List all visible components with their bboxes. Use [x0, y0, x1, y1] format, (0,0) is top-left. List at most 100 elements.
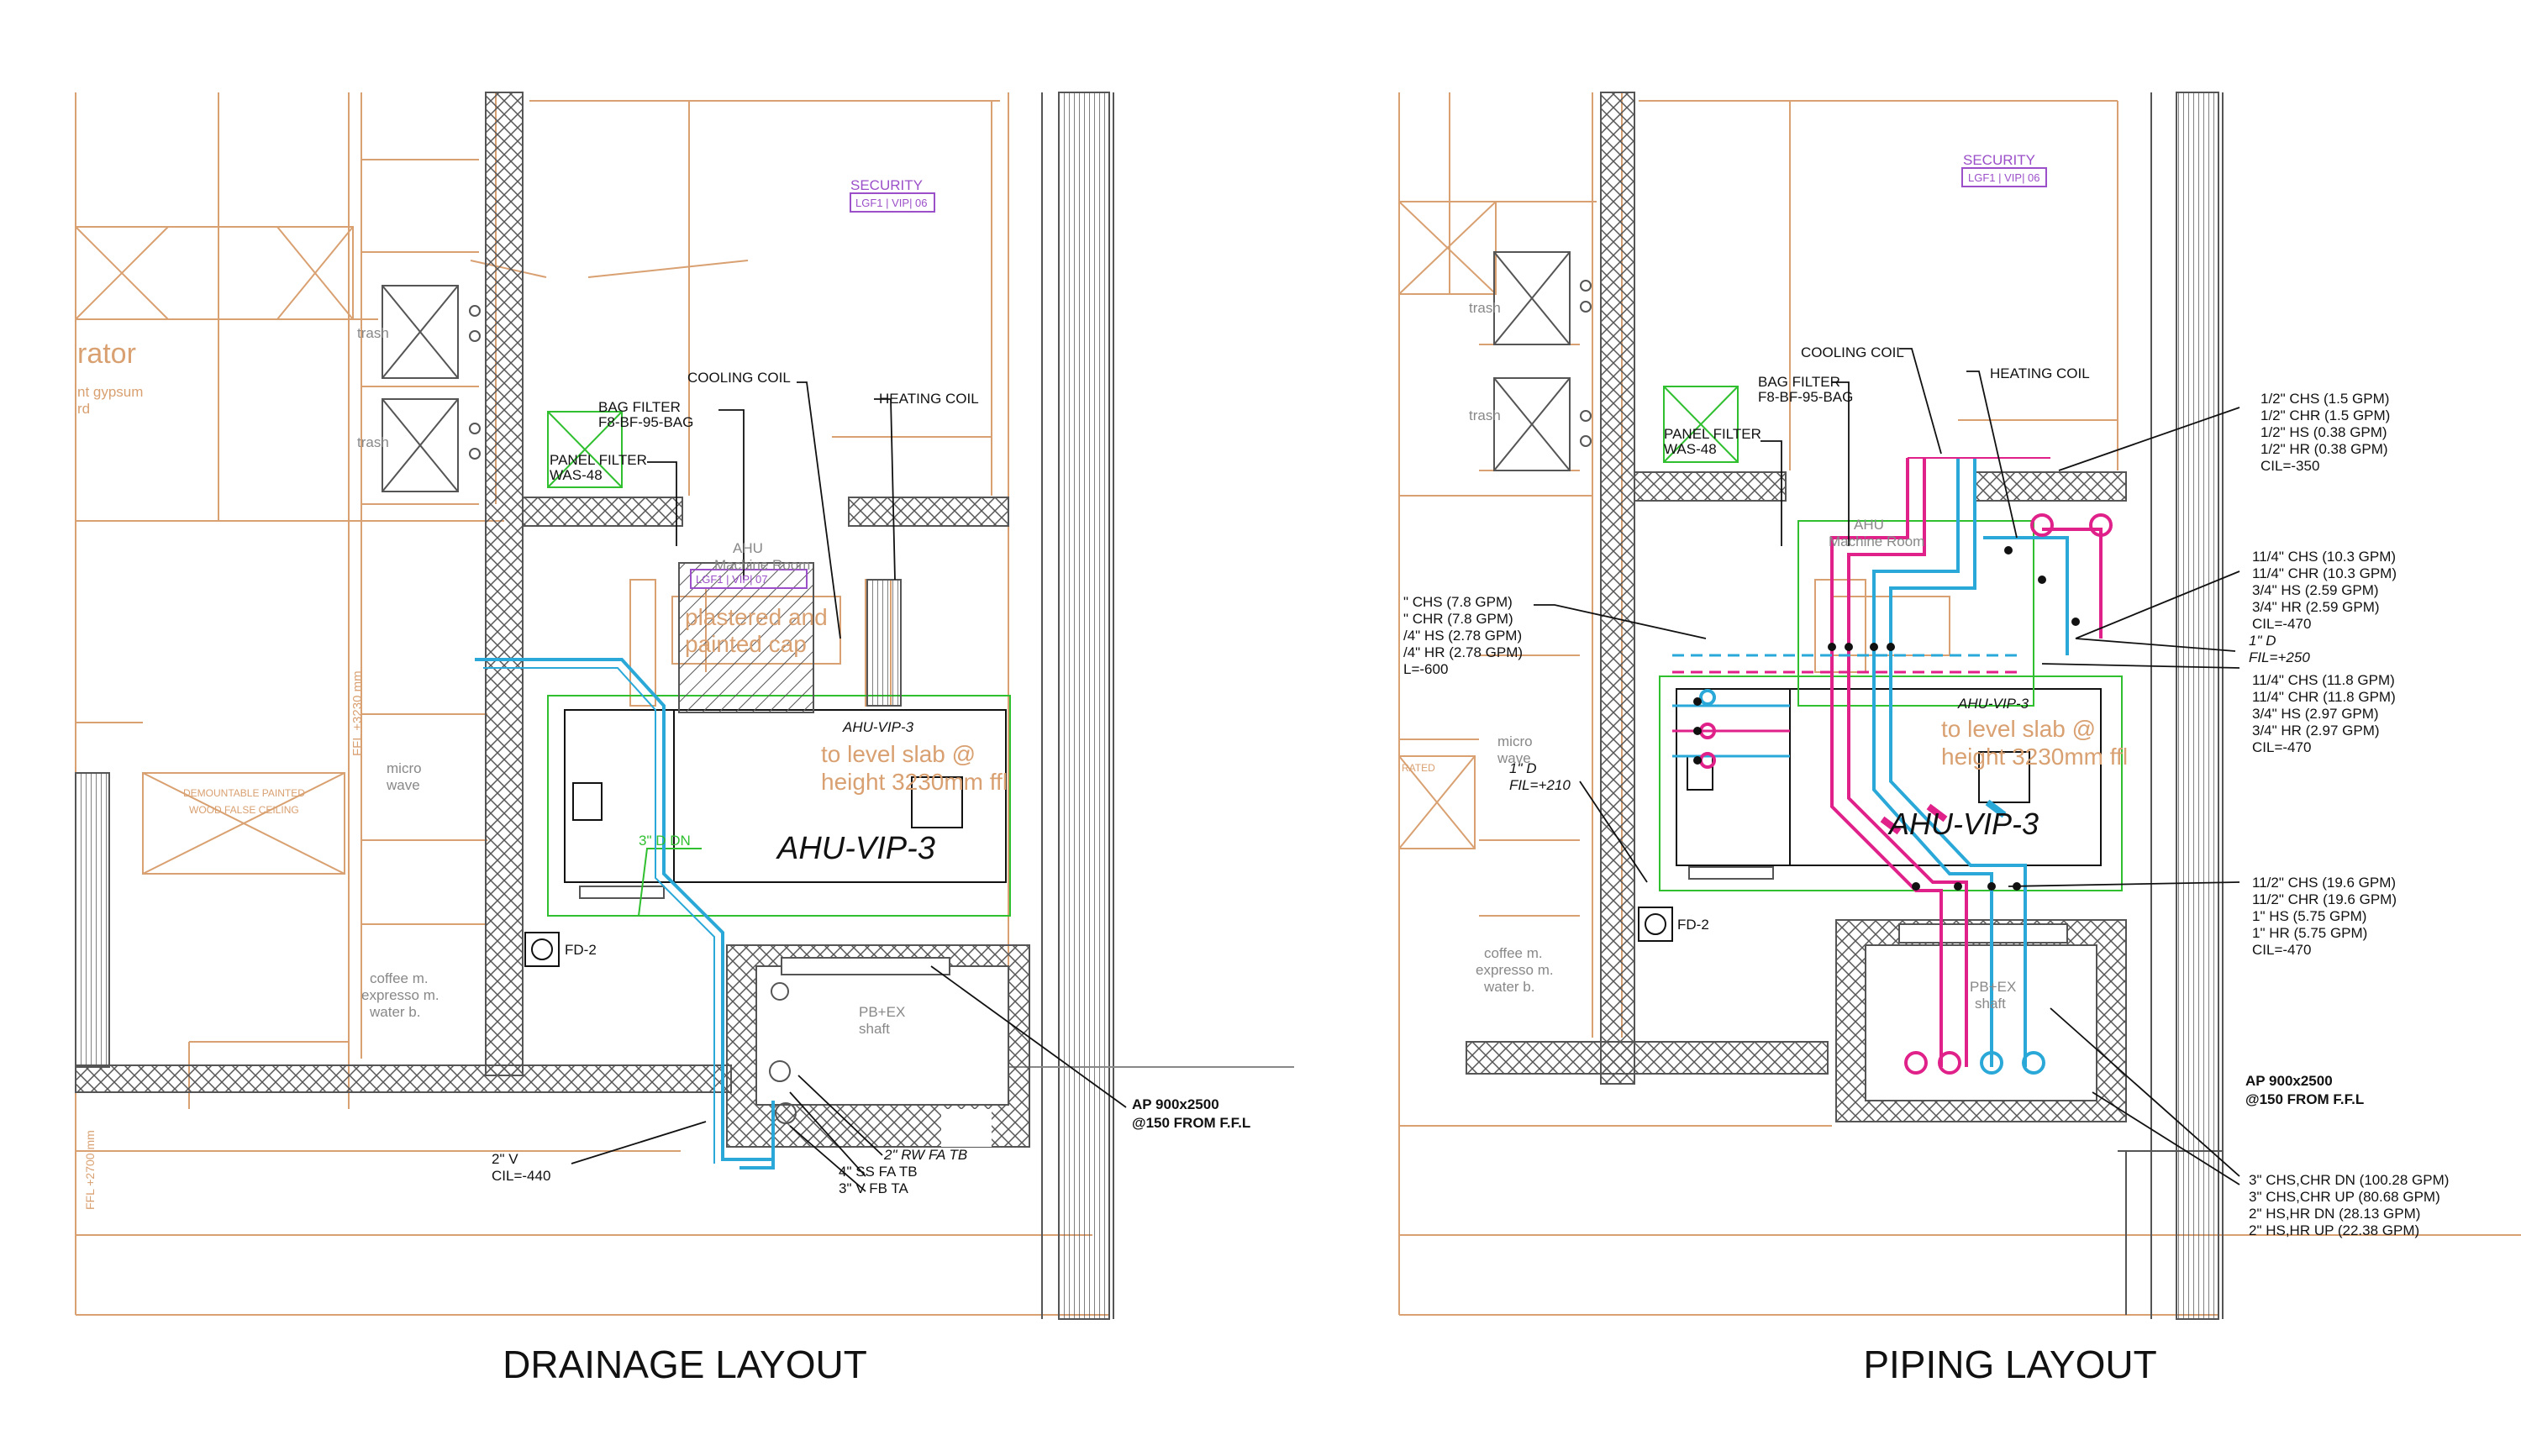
- piping-labels: SECURITY LGF1 | VIP| 06 trash trash COOL…: [1402, 152, 2449, 1238]
- schedule-c-line-4: 3/4" HR (2.97 GPM): [2252, 723, 2380, 739]
- schedule-b-line-3: 3/4" HS (2.59 GPM): [2252, 582, 2379, 598]
- schedule-a-line-4: 1/2" HR (0.38 GPM): [2260, 441, 2388, 457]
- plaster-note-2: painted cap: [685, 631, 807, 657]
- piping-microwave-label-2: wave: [1497, 750, 1531, 766]
- schedule-d-line-3: 1" HS (5.75 GPM): [2252, 908, 2366, 924]
- schedule-b-line-1: 11/4" CHS (10.3 GPM): [2252, 549, 2396, 565]
- heating-coil-label: HEATING COIL: [879, 391, 979, 407]
- schedule-a-line-5: CIL=-350: [2260, 458, 2319, 474]
- pipe-schedule-d: 11/2" CHS (19.6 GPM) 11/2" CHR (19.6 GPM…: [2252, 875, 2397, 958]
- piping-shaft-label-2: shaft: [1975, 996, 2006, 1012]
- expresso-machine-label: expresso m.: [361, 987, 439, 1003]
- piping-fd-fixture: [1638, 907, 1673, 942]
- ahu-room-name: Machine Room: [714, 557, 810, 573]
- piping-security-tag: LGF1 | VIP| 06: [1968, 171, 2040, 184]
- drainage-labels: rator nt gypsum rd trash trash SECURITY …: [77, 177, 1250, 1210]
- piping-expresso-machine-label: expresso m.: [1476, 962, 1554, 978]
- piping-slab-note-1: to level slab @: [1941, 716, 2096, 742]
- access-panel-label: AP 900x2500: [1132, 1096, 1219, 1112]
- microwave-label-2: wave: [386, 777, 420, 793]
- schedule-c-line-1: 11/4" CHS (11.8 GPM): [2252, 672, 2395, 688]
- schedule-a-line-1: 1/2" CHS (1.5 GPM): [2260, 391, 2389, 407]
- piping-access-panel-height: @150 FROM F.F.L: [2245, 1091, 2364, 1107]
- piping-slab-note-2: height 3230mm ffl: [1941, 744, 2128, 770]
- piping-layout-panel: [1398, 92, 2521, 1320]
- pipe-schedule-c: 11/4" CHS (11.8 GPM) 11/4" CHR (11.8 GPM…: [2252, 672, 2396, 755]
- schedule-e-line-3: 2" HS,HR DN (28.13 GPM): [2249, 1206, 2420, 1222]
- ahu-room-label: AHU: [733, 540, 763, 556]
- slab-note-1: to level slab @: [821, 741, 976, 767]
- ahu-room-tag: LGF1 | VIP| 07: [696, 573, 768, 586]
- schedule-a-line-3: 1/2" HS (0.38 GPM): [2260, 424, 2387, 440]
- schedule-c-line-5: CIL=-470: [2252, 739, 2311, 755]
- bag-filter-model: F8-BF-95-BAG: [598, 414, 693, 430]
- gypsum-note-1: nt gypsum: [77, 384, 143, 400]
- piping-coffee-machine-label: coffee m.: [1484, 945, 1543, 961]
- drain-1-level: FIL=+210: [1509, 777, 1571, 793]
- piping-walls: [1466, 92, 2224, 1320]
- drain-1-size: 1" D: [1509, 760, 1537, 776]
- soil-stack-label: 4" SS FA TB: [839, 1164, 918, 1180]
- plaster-note-1: plastered and: [685, 604, 828, 630]
- schedule-left-line-1: " CHS (7.8 GPM): [1403, 594, 1513, 610]
- ahu-tag-small: AHU-VIP-3: [842, 719, 914, 735]
- piping-trash-label-1: trash: [1469, 300, 1501, 316]
- bag-filter-label: BAG FILTER: [598, 399, 681, 415]
- schedule-d-line-5: CIL=-470: [2252, 942, 2311, 958]
- security-room-tag: LGF1 | VIP| 06: [855, 197, 928, 209]
- piping-floor-drain-label: FD-2: [1677, 917, 1709, 933]
- piping-heating-coil-label: HEATING COIL: [1990, 365, 2090, 381]
- piping-ahu-room-name: Machine Room: [1829, 534, 1924, 549]
- schedule-b-line-5: CIL=-470: [2252, 616, 2311, 632]
- rainwater-pipe-label: 2" RW FA TB: [883, 1147, 967, 1163]
- pipe-schedule-a: 1/2" CHS (1.5 GPM) 1/2" CHR (1.5 GPM) 1/…: [2260, 391, 2390, 474]
- access-panel-height: @150 FROM F.F.L: [1132, 1115, 1250, 1131]
- piping-trash-label-2: trash: [1469, 407, 1501, 423]
- piping-ahu-unit-name: AHU-VIP-3: [1887, 807, 2039, 841]
- piping-security-label: SECURITY: [1963, 152, 2035, 168]
- drainage-fd-fixture: [524, 932, 560, 967]
- piping-sinks: [1493, 251, 1592, 471]
- piping-chw-lines: [1672, 457, 2113, 1075]
- schedule-left-line-5: L=-600: [1403, 661, 1448, 677]
- cooling-coil-label: COOLING COIL: [687, 370, 791, 386]
- piping-junctions: [1693, 546, 2080, 891]
- schedule-c-line-3: 3/4" HS (2.97 GPM): [2252, 706, 2379, 722]
- piping-rated-note: RATED: [1402, 762, 1435, 774]
- panel-filter-model: WAS-48: [550, 467, 603, 483]
- drain-2-level: FIL=+250: [2249, 649, 2310, 665]
- piping-leaders: [1534, 348, 2240, 1185]
- piping-panel-filter-label: PANEL FILTER: [1664, 426, 1761, 442]
- ffl-bottom-note: FFL +2700 mm: [83, 1130, 97, 1210]
- schedule-d-line-2: 11/2" CHR (19.6 GPM): [2252, 891, 2397, 907]
- ahu-unit-name: AHU-VIP-3: [776, 831, 935, 866]
- vent-pipe-label: 2" V: [492, 1151, 518, 1167]
- pipe-schedule-left: " CHS (7.8 GPM) " CHR (7.8 GPM) /4" HS (…: [1403, 594, 1523, 677]
- drain-down-label: 3" D DN: [639, 833, 691, 849]
- schedule-c-line-2: 11/4" CHR (11.8 GPM): [2252, 689, 2396, 705]
- floor-drain-label: FD-2: [565, 942, 597, 958]
- drainage-shaft: [726, 944, 1030, 1148]
- panel-filter-label: PANEL FILTER: [550, 452, 647, 468]
- schedule-d-line-4: 1" HR (5.75 GPM): [2252, 925, 2367, 941]
- ceiling-note-1: DEMOUNTABLE PAINTED: [183, 787, 305, 799]
- schedule-b-line-2: 11/4" CHR (10.3 GPM): [2252, 565, 2397, 581]
- drainage-layout-caption: DRAINAGE LAYOUT: [503, 1343, 867, 1386]
- vent-stack-label: 3" V FB TA: [839, 1180, 909, 1196]
- drainage-leaders: [571, 381, 1127, 1192]
- piping-layout-caption: PIPING LAYOUT: [1863, 1343, 2156, 1386]
- drainage-walls: [75, 92, 1294, 1320]
- piping-ahu-tag-small: AHU-VIP-3: [1957, 696, 2029, 712]
- drain-2-size: 1" D: [2249, 633, 2276, 649]
- schedule-a-line-2: 1/2" CHR (1.5 GPM): [2260, 407, 2390, 423]
- piping-access-panel-label: AP 900x2500: [2245, 1073, 2333, 1089]
- water-boiler-label: water b.: [369, 1004, 420, 1020]
- shaft-label-2: shaft: [859, 1021, 890, 1037]
- gypsum-note-2: rd: [77, 401, 90, 417]
- drainage-piping: [475, 658, 797, 1170]
- schedule-left-line-4: /4" HR (2.78 GPM): [1403, 644, 1523, 660]
- ffl-side-note: FFL +3230 mm: [350, 670, 365, 756]
- security-room-label: SECURITY: [850, 177, 923, 193]
- schedule-e-line-4: 2" HS,HR UP (22.38 GPM): [2249, 1222, 2419, 1238]
